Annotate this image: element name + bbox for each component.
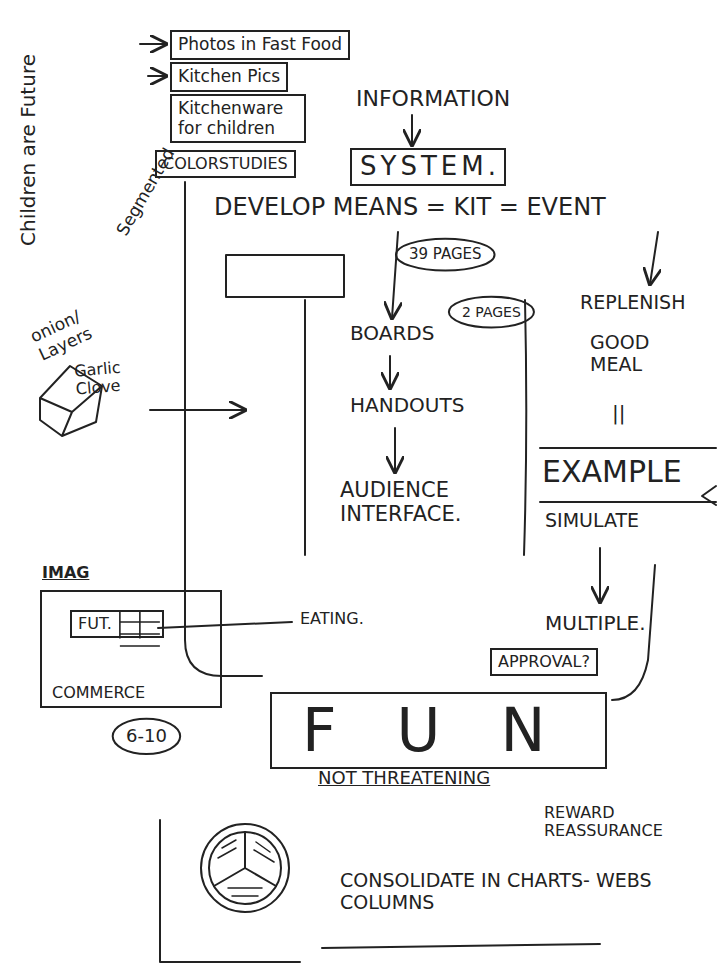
text-box: Kitchenware for children [170,94,306,143]
box-text: 2 PAGES [462,304,521,320]
text-box: FUN [270,692,607,769]
pie-symbol [209,832,281,904]
pointer-arrow [148,75,166,77]
box-text: FUT. [78,615,156,633]
box-text: 39 PAGES [409,246,482,263]
note-text: INFORMATION [356,86,510,111]
note-text: BOARDS [350,322,434,345]
region-outline [185,182,262,676]
text-box: IMAGCOMMERCEFUT. [40,590,222,708]
text-box: FUT. [70,610,164,638]
flow-arrow [394,428,396,472]
box-text: SYSTEM. [360,152,504,182]
note-text: REPLENISH [580,292,685,314]
note-text: HANDOUTS [350,394,464,417]
region-outline [524,300,526,555]
box-text: APPROVAL? [498,653,590,671]
rule-line [540,447,716,449]
pointer-arrow [140,43,166,45]
flow-arrow [392,232,398,318]
box-text: Kitchen Pics [178,67,280,87]
text-box: APPROVAL? [490,648,598,676]
note-text: EATING. [300,610,364,628]
box-text: Kitchenware for children [178,99,298,138]
note-text: Children are Future [17,54,40,246]
text-box: SYSTEM. [350,148,506,186]
pie-symbol [201,824,289,912]
flow-arrow [650,232,658,284]
box-text: COMMERCE [52,684,145,702]
note-text: EXAMPLE [542,455,682,490]
note-text: || [612,402,625,425]
bracket [160,820,300,962]
pie-symbol [214,832,276,886]
flow-arrow [411,115,413,145]
circled-note: 6-10 [112,718,181,755]
box-text: 6-10 [126,726,167,747]
note-text: NOT THREATENING [318,768,490,789]
note-text: REWARD REASSURANCE [544,804,714,841]
region-outline [304,300,306,555]
note-text: Garlic Clove [74,357,147,400]
note-text: CONSOLIDATE IN CHARTS- WEBS COLUMNS [340,870,680,914]
note-text: onion/ Layers [27,295,116,364]
leader-line [158,622,292,628]
text-box: Photos in Fast Food [170,30,350,60]
empty-box [226,255,344,297]
circled-note: 39 PAGES [395,238,496,271]
note-text: MULTIPLE. [545,612,646,635]
box-heading: IMAG [42,564,89,582]
note-text: Segmented [113,145,179,239]
rule-line [322,944,600,948]
note-text: SIMULATE [545,510,639,532]
box-text: Photos in Fast Food [178,35,342,55]
pointer-arrow [150,409,245,411]
pie-hatch [218,840,274,896]
flow-arrow [599,548,601,602]
note-text: DEVELOP MEANS = KIT = EVENT [214,194,606,222]
note-text: AUDIENCE INTERFACE. [340,478,515,526]
rule-line [540,501,716,503]
flow-arrow [389,356,391,388]
text-box: Kitchen Pics [170,62,288,92]
circled-note: 2 PAGES [448,296,535,328]
note-text: GOOD MEAL [590,332,690,376]
pointer-arrow [702,486,716,505]
box-text: COLORSTUDIES [163,155,288,173]
box-text: FUN [302,696,605,765]
